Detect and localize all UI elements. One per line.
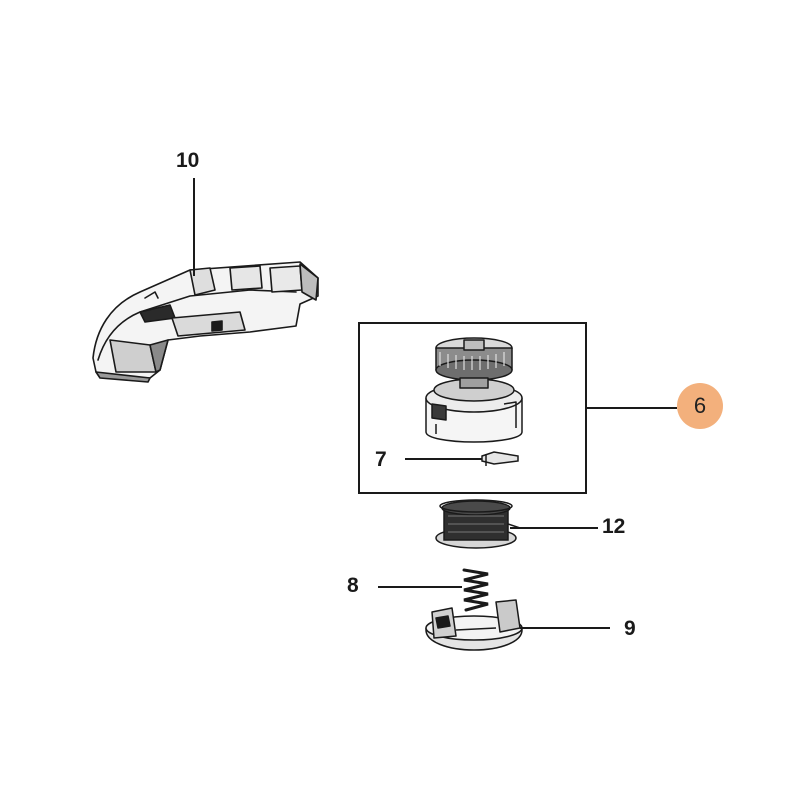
part-label-10: 10	[176, 149, 200, 172]
part-10-guard-cover[interactable]	[92, 261, 319, 383]
part-12-line-spool[interactable]	[435, 499, 521, 549]
highlighted-callout-6[interactable]: 6	[677, 383, 723, 429]
part-8-spring[interactable]	[462, 568, 489, 612]
part-9-spool-cap[interactable]	[425, 599, 523, 651]
part-label-12: 12	[602, 515, 626, 538]
part-label-7: 7	[375, 448, 387, 471]
part-label-9: 9	[624, 617, 636, 640]
part-label-8: 8	[347, 574, 359, 597]
part-6-spool-housing[interactable]	[425, 337, 523, 443]
part-7-clip[interactable]	[481, 451, 519, 466]
